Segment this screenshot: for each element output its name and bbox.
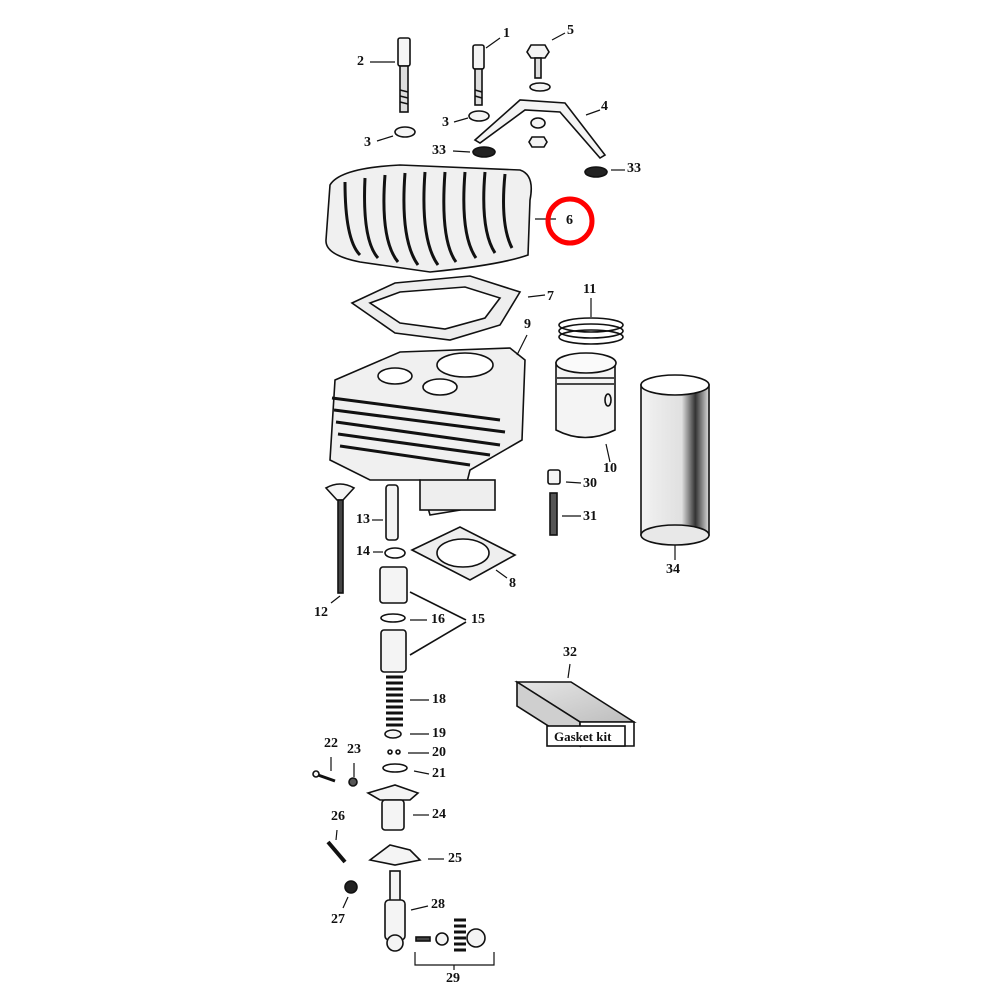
highlight-circle <box>545 196 595 246</box>
part-31-stud <box>549 492 558 536</box>
label-part-5: 5 <box>567 23 574 38</box>
label-part-25: 25 <box>448 851 462 866</box>
part-25-gasket <box>368 844 422 866</box>
part-9-cylinder <box>329 347 526 516</box>
label-part-28: 28 <box>431 897 445 912</box>
label-part-27: 27 <box>331 912 345 927</box>
label-part-1: 1 <box>503 26 510 41</box>
part-28-tappet <box>384 870 406 952</box>
part-27-ball <box>344 880 358 894</box>
part-21-o-ring <box>382 763 408 773</box>
label-part-12: 12 <box>314 605 328 620</box>
label-part-4: 4 <box>601 99 608 114</box>
part-10-piston <box>555 352 617 439</box>
label-part-6: 6 <box>566 213 573 228</box>
label-part-9: 9 <box>524 317 531 332</box>
part-19-collar <box>384 729 402 739</box>
part-22-screw <box>317 773 336 783</box>
label-part-2: 2 <box>357 54 364 69</box>
part-23-fitting <box>348 777 358 787</box>
gasket-kit-label: Gasket kit <box>554 729 612 744</box>
label-part-3: 3 <box>364 135 371 150</box>
label-part-15: 15 <box>471 612 485 627</box>
label-part-13: 13 <box>356 512 370 527</box>
part-6-cylinder-head <box>325 164 533 273</box>
part-18-spring <box>386 675 403 727</box>
label-part-34: 34 <box>666 562 680 577</box>
part-11-piston-rings <box>558 317 624 345</box>
label-part-31: 31 <box>583 509 597 524</box>
label-part-16: 16 <box>431 612 445 627</box>
part-20-keys <box>387 749 401 755</box>
part-3-washer <box>394 126 416 138</box>
part-14-washer <box>384 547 406 559</box>
label-part-24: 24 <box>432 807 446 822</box>
label-part-33: 33 <box>432 143 446 158</box>
part-13-valve-guide <box>385 484 399 541</box>
label-part-19: 19 <box>432 726 446 741</box>
part-16-ring <box>380 613 406 623</box>
label-part-7: 7 <box>547 289 554 304</box>
part-2-stud <box>397 37 411 113</box>
part-33-seal <box>584 166 608 178</box>
part-24-tappet-block <box>365 784 420 831</box>
part-32-gasket-kit <box>514 680 637 748</box>
label-part-29: 29 <box>446 971 460 986</box>
part-15-tappet-guide-upper <box>379 566 408 604</box>
part-15-tappet-guide-lower <box>380 629 407 673</box>
label-part-20: 20 <box>432 745 446 760</box>
label-part-10: 10 <box>603 461 617 476</box>
label-part-14: 14 <box>356 544 370 559</box>
label-part-11: 11 <box>583 282 597 297</box>
label-part-18: 18 <box>432 692 446 707</box>
label-part-3: 3 <box>442 115 449 130</box>
part-1-stud <box>472 44 485 106</box>
label-part-26: 26 <box>331 809 345 824</box>
part-12-valve <box>324 483 356 594</box>
label-part-23: 23 <box>347 742 361 757</box>
part-30-nut <box>547 469 561 485</box>
label-part-30: 30 <box>583 476 597 491</box>
leader-lines <box>330 32 676 911</box>
part-3-washer <box>468 110 490 122</box>
part-34-cylinder-sleeve <box>640 374 710 546</box>
label-part-8: 8 <box>509 576 516 591</box>
part-5-bolt <box>526 44 551 92</box>
part-29-roller-set <box>414 918 495 970</box>
label-part-33: 33 <box>627 161 641 176</box>
part-4-bracket <box>473 99 607 160</box>
part-26-screw <box>326 840 347 864</box>
part-33-seal <box>472 146 496 158</box>
label-part-22: 22 <box>324 736 338 751</box>
label-part-32: 32 <box>563 645 577 660</box>
label-part-21: 21 <box>432 766 446 781</box>
